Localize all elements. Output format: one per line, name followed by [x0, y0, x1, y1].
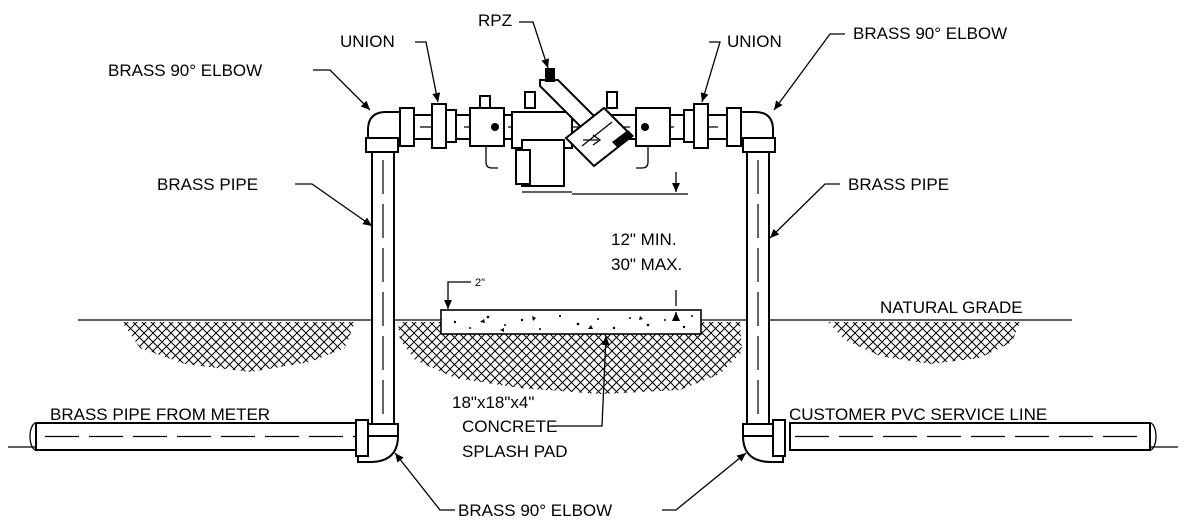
- rpz-assembly: [469, 68, 671, 193]
- union-left-label: UNION: [340, 32, 395, 51]
- soil-right: [828, 322, 1020, 364]
- union-right-label: UNION: [727, 32, 782, 51]
- pad-offset-label: 2": [475, 277, 485, 289]
- pipe-right-label: BRASS PIPE: [848, 175, 949, 194]
- rpz-label: RPZ: [478, 11, 512, 30]
- pad-label-line3: SPLASH PAD: [462, 442, 568, 461]
- natural-grade-label: NATURAL GRADE: [880, 298, 1023, 317]
- meter-side-pipe: [29, 422, 359, 451]
- pad-label-line1: 18"x18"x4": [452, 393, 534, 412]
- union-left-fitting: [431, 103, 457, 149]
- clearance-max-label: 30" MAX.: [611, 255, 682, 274]
- customer-side-pipe: [789, 422, 1157, 451]
- soil-left: [122, 322, 355, 372]
- customer-line-label: CUSTOMER PVC SERVICE LINE: [789, 405, 1047, 424]
- clearance-min-label: 12" MIN.: [611, 230, 677, 249]
- clearance-dimension: [572, 172, 688, 321]
- soil-center: [398, 322, 742, 394]
- elbow-bottom-label: BRASS 90° ELBOW: [458, 501, 612, 520]
- elbow-top-left-label: BRASS 90° ELBOW: [108, 61, 262, 80]
- left-riser: [355, 107, 415, 463]
- right-riser: [726, 107, 786, 463]
- union-right-fitting: [683, 103, 709, 149]
- elbow-top-right-label: BRASS 90° ELBOW: [853, 24, 1007, 43]
- pipe-left-label: BRASS PIPE: [157, 175, 258, 194]
- pad-offset-dimension: [444, 281, 471, 309]
- leaders: [295, 21, 845, 511]
- pad-label-line2: CONCRETE: [462, 417, 557, 436]
- pipe-from-meter-label: BRASS PIPE FROM METER: [50, 405, 270, 424]
- splash-pad: [440, 309, 702, 335]
